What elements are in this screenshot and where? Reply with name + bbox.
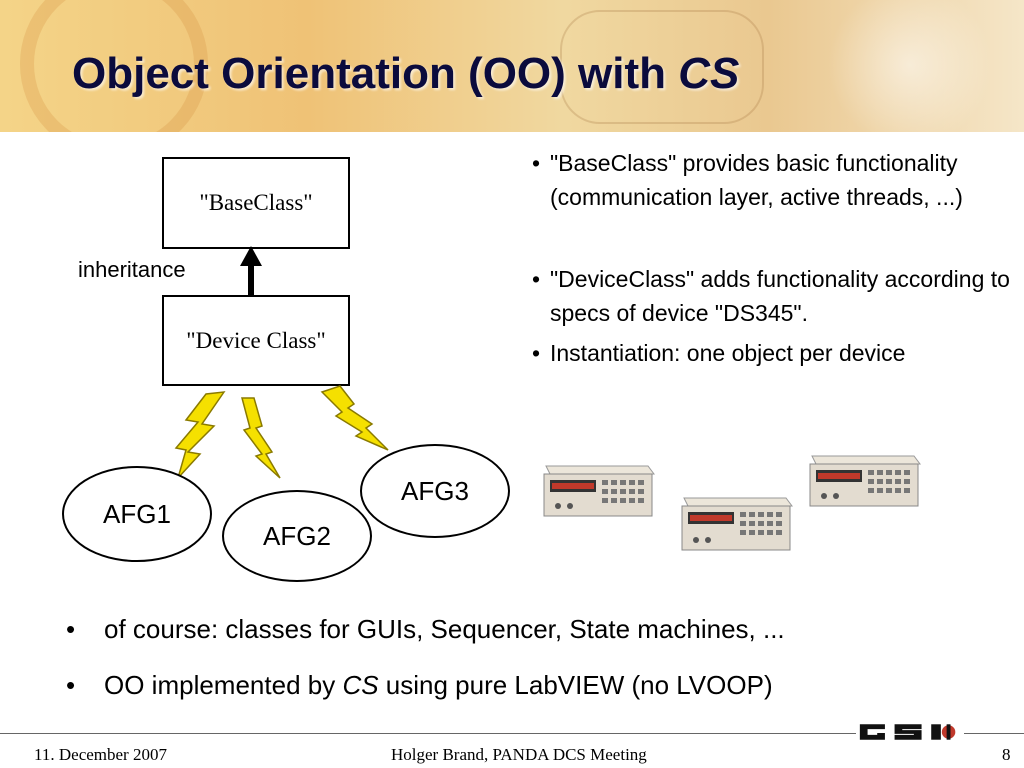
gsi-logo [856, 719, 964, 745]
bottom-bullet-text-post: using pure LabVIEW (no LVOOP) [378, 670, 773, 700]
footer-date: 11. December 2007 [34, 745, 167, 764]
device-class-label: "Device Class" [186, 327, 326, 353]
bullet-text: "DeviceClass" adds functionality accordi… [550, 266, 1010, 326]
device-class-box: "Device Class" [162, 295, 350, 386]
baseclass-box: "BaseClass" [162, 157, 350, 249]
inheritance-arrow [240, 246, 262, 296]
bullet-item: •"DeviceClass" adds functionality accord… [532, 262, 1012, 330]
instance-label: AFG1 [103, 498, 171, 529]
footer-center-text: Holger Brand, PANDA DCS Meeting [391, 745, 647, 764]
lightning-bolt-icon [174, 391, 226, 479]
footer-divider [0, 733, 1024, 734]
baseclass-label: "BaseClass" [199, 190, 313, 215]
bottom-bullet-text: OO implemented by CS using pure LabVIEW … [104, 670, 773, 701]
lightning-bolt-icon [320, 385, 389, 451]
banner-decoration [560, 10, 764, 124]
instance-label: AFG2 [263, 520, 331, 551]
bullet-text: "BaseClass" provides basic functionality… [550, 150, 963, 210]
bottom-bullet-item: •of course: classes for GUIs, Sequencer,… [66, 614, 785, 644]
bullet-text: Instantiation: one object per device [550, 340, 906, 366]
instance-afg2: AFG2 [222, 490, 372, 582]
footer-page-number: 8 [1002, 745, 1011, 764]
signal-generator-device-image [543, 465, 655, 517]
bottom-bullet-text: of course: classes for GUIs, Sequencer, … [104, 614, 785, 644]
lightning-bolt-icon [241, 397, 281, 479]
slide-title-main: Object Orientation (OO) with [72, 49, 679, 98]
right-bullet-list: •"BaseClass" provides basic functionalit… [532, 146, 1012, 370]
bullet-item: •Instantiation: one object per device [532, 336, 1012, 370]
instance-afg3: AFG3 [360, 444, 510, 538]
instance-afg1: AFG1 [62, 466, 212, 562]
inheritance-label: inheritance [78, 257, 186, 282]
header-banner [0, 0, 1024, 132]
banner-decoration [820, 0, 1000, 132]
bullet-item: •"BaseClass" provides basic functionalit… [532, 146, 1012, 214]
instance-label: AFG3 [401, 475, 469, 506]
bottom-bullet-text-cs: CS [342, 670, 379, 700]
signal-generator-device-image [681, 497, 793, 551]
slide-title: Object Orientation (OO) with CS [72, 52, 739, 96]
bottom-bullet-text-pre: OO implemented by [104, 670, 343, 700]
bottom-bullet-item: •OO implemented by CS using pure LabVIEW… [66, 670, 773, 701]
slide-title-cs: CS [678, 49, 740, 98]
signal-generator-device-image [809, 455, 921, 507]
